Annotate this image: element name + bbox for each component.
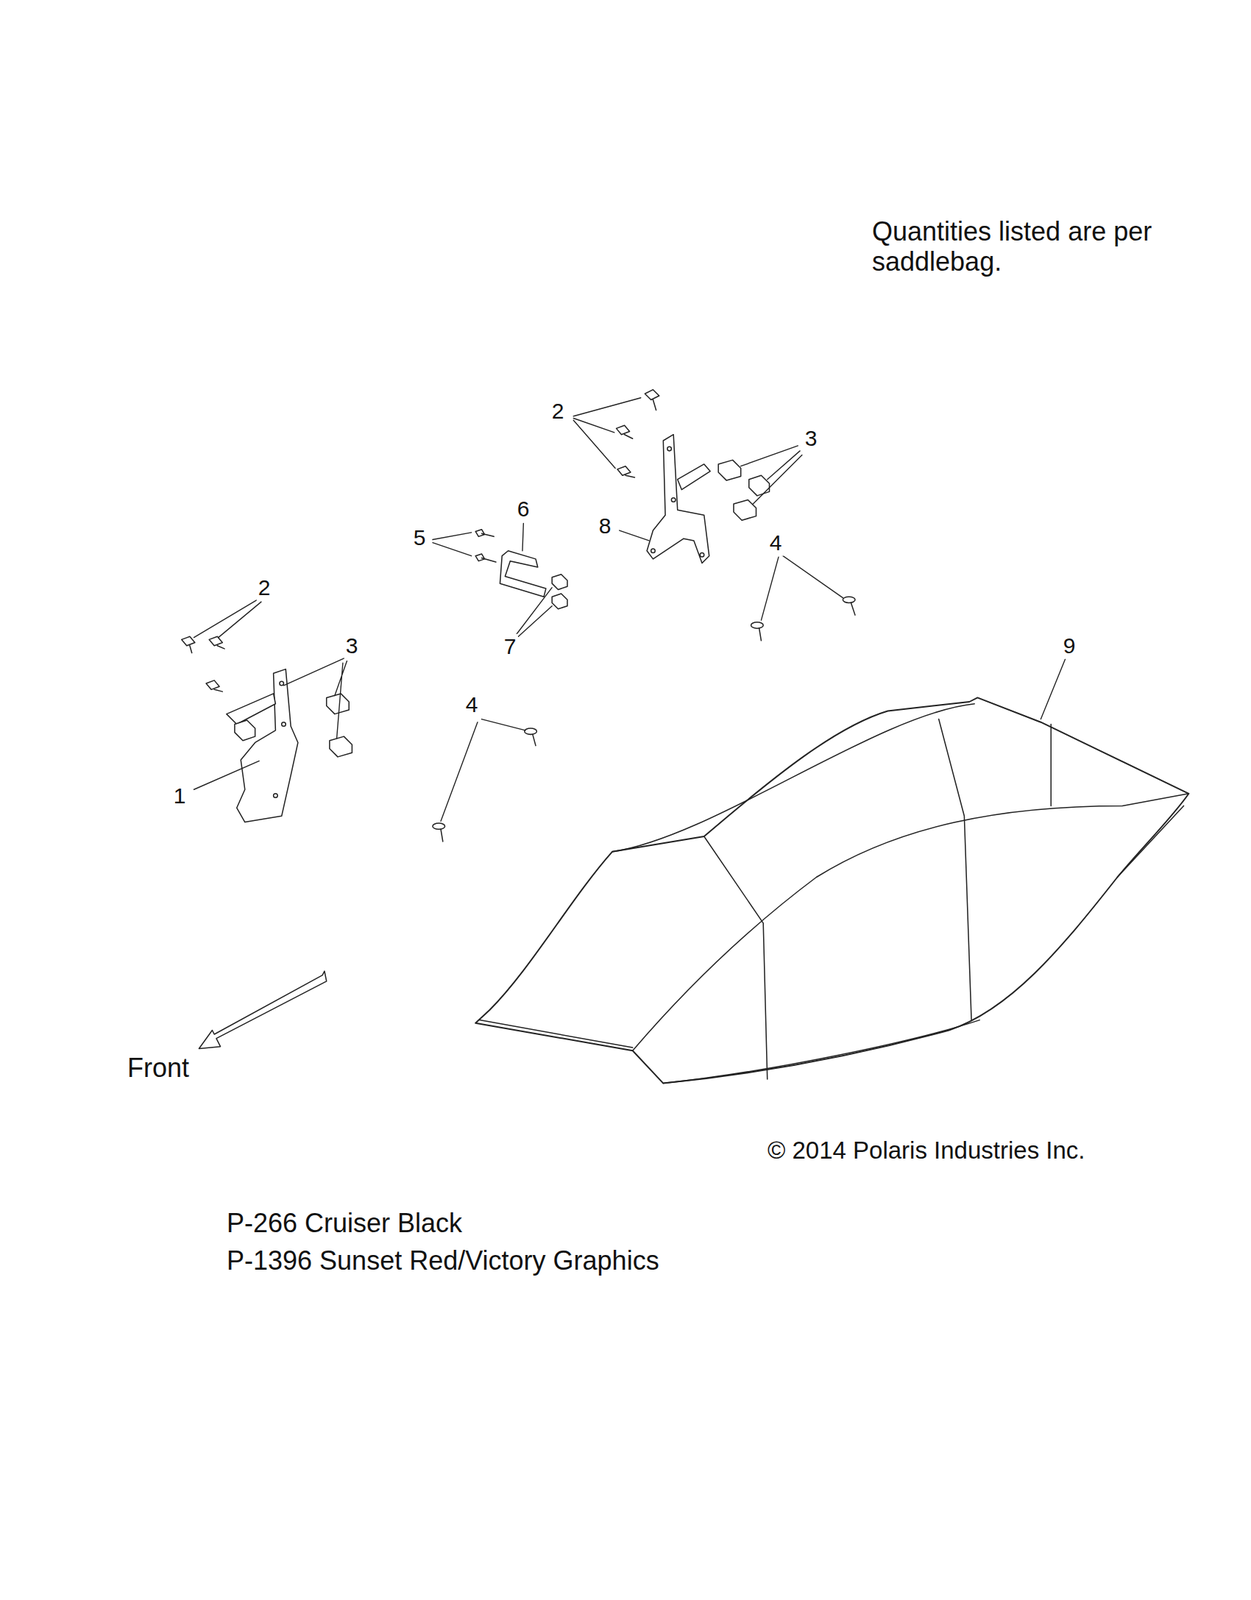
callout-number: 4	[768, 530, 784, 557]
u-bracket	[499, 551, 546, 597]
callout-number: 2	[550, 398, 566, 425]
color-code: P-1396 Sunset Red/Victory Graphics	[226, 1245, 660, 1277]
front-arrow	[198, 971, 326, 1049]
callout-number: 4	[464, 692, 480, 719]
callout-number: 9	[1061, 633, 1078, 660]
direction-label: Front	[125, 1053, 191, 1084]
saddlebag	[475, 697, 1189, 1084]
callout-number: 1	[172, 783, 188, 810]
rear-bracket	[226, 669, 299, 823]
color-code: P-266 Cruiser Black	[226, 1208, 463, 1239]
callout-number: 3	[803, 426, 820, 452]
copyright: © 2014 Polaris Industries Inc.	[767, 1136, 1086, 1165]
note: Quantities listed are per saddlebag.	[872, 216, 1160, 278]
callout-number: 7	[502, 634, 519, 661]
callout-number: 5	[412, 525, 428, 552]
callout-number: 8	[597, 513, 613, 540]
front-bracket	[646, 434, 711, 564]
leader-lines	[193, 398, 1065, 822]
bolts	[181, 390, 856, 842]
callout-number: 6	[515, 496, 532, 523]
callout-number: 2	[256, 575, 273, 602]
clip-nuts	[234, 459, 770, 758]
callout-number: 3	[344, 633, 360, 660]
